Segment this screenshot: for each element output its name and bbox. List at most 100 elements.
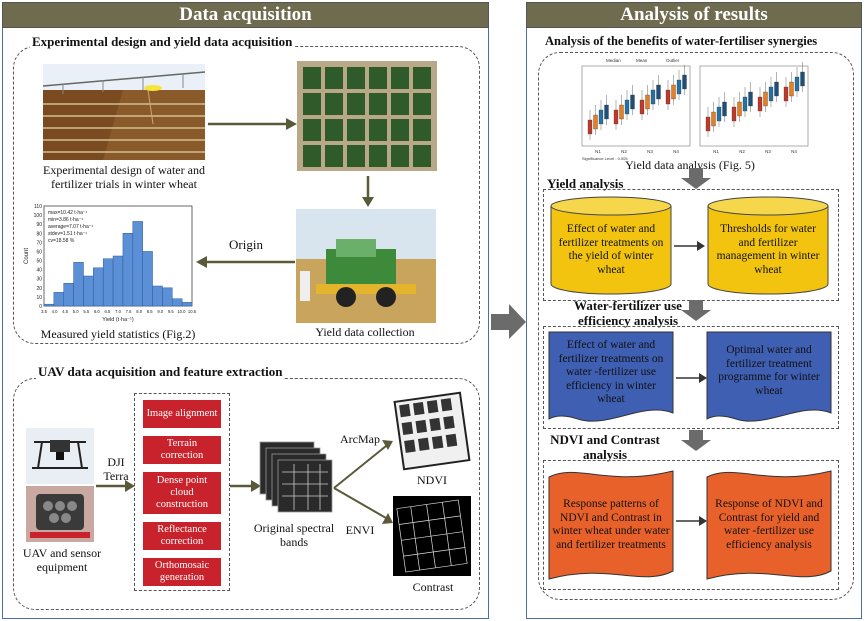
histogram-stat: average=7.07 t·ha⁻¹: [48, 224, 93, 230]
wue-right-text: Optimal water and fertilizer treatment p…: [718, 344, 820, 397]
plot-cell: [391, 93, 409, 115]
histogram-y-tick: 10: [36, 295, 42, 301]
plot-cell: [347, 93, 365, 115]
boxplot-box: [705, 116, 711, 132]
boxplot-legend-item: Mean: [636, 58, 648, 63]
histogram-stat: max=10.42 t·ha⁻¹: [48, 210, 88, 216]
boxplot-box: [624, 99, 630, 115]
histogram-y-tick: 60: [36, 249, 42, 255]
boxplot-box: [757, 96, 763, 112]
histogram-x-tick: 8.0: [136, 309, 142, 314]
step-terrain-correction: Terrain correction: [143, 436, 221, 464]
histogram-x-tick: 5.5: [83, 309, 89, 314]
yield-collection-photo: [296, 209, 436, 323]
histogram-bar: [43, 303, 55, 307]
boxplot-box: [665, 89, 671, 105]
yield-fig-caption: Yield data analysis (Fig. 5): [625, 158, 755, 172]
histogram-x-tick: 4.0: [52, 309, 58, 314]
ndvi-analysis-title: NDVI and Contrast analysis: [550, 432, 660, 462]
plot-cell: [347, 119, 365, 141]
arrow-uav-to-steps: [96, 480, 135, 492]
plot-cell: [325, 145, 343, 167]
boxplot-group-label: N1: [595, 149, 601, 154]
ndvi-image: [393, 391, 471, 471]
yield-left-cylinder: [550, 196, 672, 295]
histogram-xlabel: Yield (t·ha⁻¹): [102, 317, 134, 323]
histogram-x-tick: 5.0: [73, 309, 79, 314]
histogram-stat: min=3.86 t·ha⁻¹: [48, 217, 83, 223]
plot-cell: [391, 119, 409, 141]
histogram-x-tick: 9.0: [157, 309, 163, 314]
boxplot-group-label: N3: [647, 149, 653, 154]
envi-label: ENVI: [345, 523, 375, 537]
arrow-ndvi-left-right: [676, 516, 707, 526]
yield-collection-caption: Yield data collection: [315, 325, 415, 339]
sensor-image: [26, 486, 94, 542]
wue-left-document: [548, 331, 674, 422]
step-image-alignment: Image alignment: [143, 400, 221, 428]
histogram-bar: [132, 221, 143, 307]
plot-cell: [347, 145, 365, 167]
histogram-x-tick: 6.5: [105, 309, 111, 314]
spectral-bands-caption: Original spectral bands: [253, 521, 335, 549]
uav-section-title: UAV data acquisition and feature extract…: [36, 364, 285, 380]
plot-cell: [325, 93, 343, 115]
boxplot-group-label: N4: [673, 149, 679, 154]
boxplot-box: [671, 84, 676, 100]
histogram-bar: [53, 292, 64, 307]
aerial-plot-photo: [297, 61, 437, 171]
histogram-y-tick: 70: [36, 240, 42, 246]
ndvi-right-shape: [706, 470, 832, 580]
boxplot-box: [722, 101, 727, 117]
spectral-bands-stack: [259, 441, 333, 513]
plot-cell: [391, 145, 409, 167]
histogram-bar: [63, 283, 74, 307]
drone-image: [26, 428, 94, 484]
origin-label: Origin: [229, 237, 263, 252]
benefits-section: [538, 52, 854, 600]
plot-cell: [303, 67, 321, 89]
histogram-bar: [93, 267, 104, 307]
boxplot-box: [676, 79, 682, 95]
boxplot-box: [598, 109, 604, 125]
ndvi-label: NDVI: [417, 473, 447, 487]
wue-analysis-title: Water-fertilizer use efficiency analysis: [574, 298, 682, 328]
boxplot-box: [768, 86, 774, 102]
histogram-y-tick: 40: [36, 268, 42, 274]
boxplot-panel: [581, 65, 691, 147]
step-reflectance-correction: Reflectance correction: [143, 522, 221, 550]
plot-cell: [303, 119, 321, 141]
boxplot-legend-item: Outlier: [666, 58, 680, 63]
boxplot-group-label: N4: [791, 149, 797, 154]
arcmap-label: ArcMap: [340, 432, 380, 446]
histogram-bar: [142, 251, 153, 307]
ndvi-analysis-box: [543, 460, 839, 590]
step-dense-point-cloud: Dense point cloud construction: [143, 472, 221, 514]
arrows-bands-to-indices: [333, 440, 393, 524]
contrast-label: Contrast: [412, 580, 454, 594]
boxplot-box: [731, 106, 737, 122]
histogram-stat: cv=18.58 %: [48, 238, 75, 244]
uav-caption: UAV and sensor equipment: [22, 546, 102, 574]
histogram-bar: [181, 302, 193, 307]
plot-cell: [391, 67, 409, 89]
boxplot-box: [587, 119, 593, 135]
boxplot-box: [742, 96, 748, 112]
boxplot-box: [656, 84, 661, 100]
histogram-y-tick: 30: [36, 277, 42, 283]
plot-cell: [303, 93, 321, 115]
boxplot-box: [613, 109, 619, 125]
processing-steps-box: Image alignment Terrain correction Dense…: [134, 393, 230, 591]
arrow-acquisition-to-analysis: [491, 304, 526, 339]
arrow-yield-left-right: [674, 241, 705, 251]
boxplot-box: [800, 71, 805, 87]
histogram-y-tick: 80: [36, 231, 42, 237]
boxplot-group-label: N2: [621, 149, 627, 154]
yield-right-cylinder: [707, 196, 829, 295]
boxplot-box: [604, 104, 609, 120]
arrow-fig-to-yield: [681, 168, 711, 189]
boxplot-box: [716, 106, 722, 122]
yield-left-text: Effect of water and fertilizer treatment…: [558, 223, 664, 276]
